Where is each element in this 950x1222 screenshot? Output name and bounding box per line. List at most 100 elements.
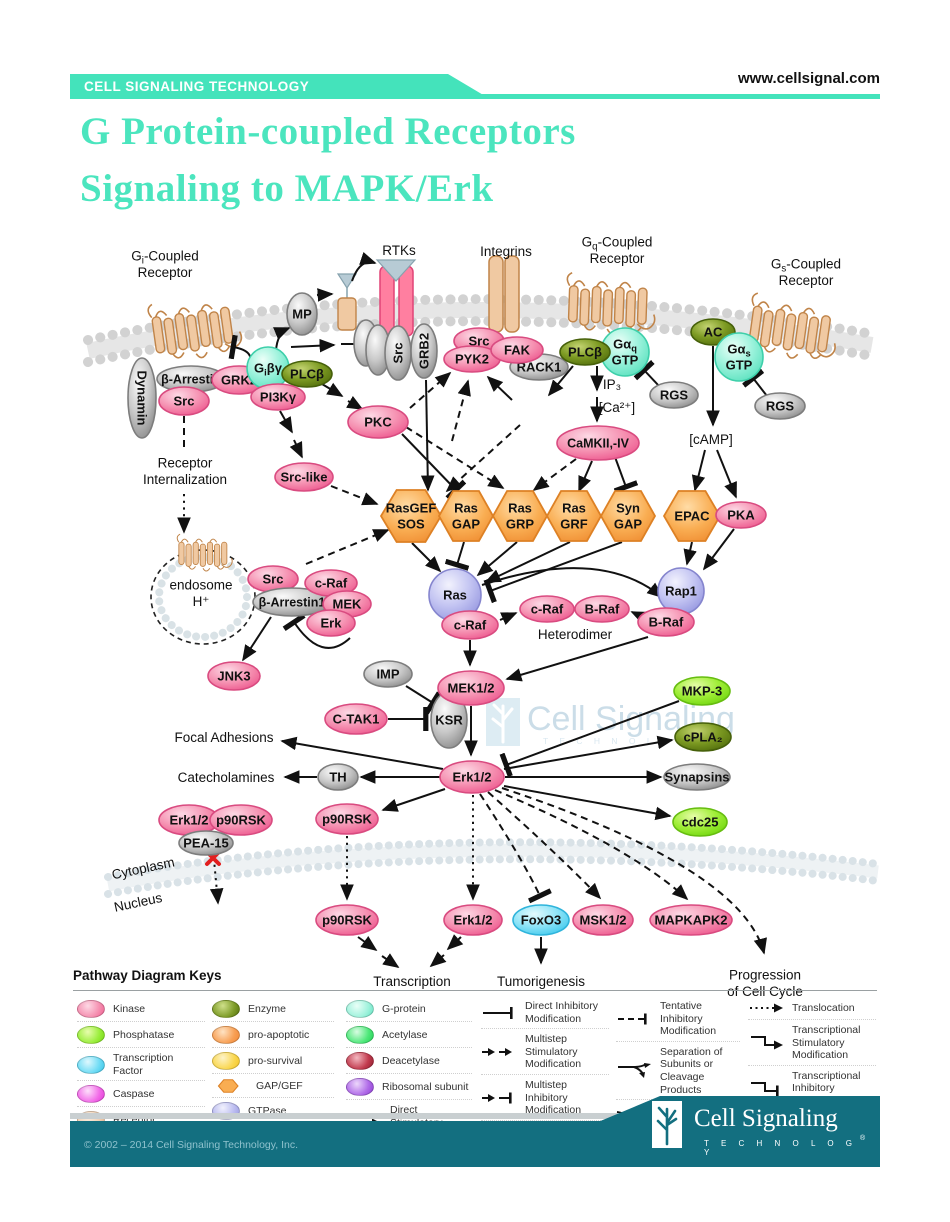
edge	[613, 456, 639, 494]
translocation-icon	[750, 1003, 783, 1013]
website-link[interactable]: www.cellsignal.com	[738, 70, 880, 87]
edges	[177, 251, 768, 968]
node-label-rgs-2: RGS	[766, 399, 795, 414]
legend-item-gtpase: GTPase	[212, 1098, 334, 1123]
receptor-internalization-label: Receptor	[158, 456, 213, 471]
camp-label: [cAMP]	[689, 432, 733, 447]
node-label-erk12-left: Erk1/2	[169, 813, 208, 828]
gi-coupled-receptor-label: Receptor	[138, 265, 193, 280]
edge	[242, 616, 272, 662]
edge	[481, 567, 664, 599]
legend-col-shapes2: Enzyme pro-apoptotic pro-survival GAP/GE…	[212, 996, 334, 1123]
edge	[505, 636, 649, 682]
ca-label: [Ca²⁺]	[599, 400, 635, 415]
node-label-src-endo: Src	[263, 572, 284, 587]
legend-item-acetylase: Acetylase	[346, 1022, 472, 1048]
node-label-b-raf-het: B-Raf	[585, 602, 620, 617]
nuclear-membrane	[104, 838, 882, 898]
node-fak: FAK	[490, 336, 544, 364]
edge	[357, 936, 378, 951]
footer-band	[70, 1121, 880, 1167]
legend-item-caspase: Caspase	[77, 1081, 205, 1108]
node-label-syn-gap: GAP	[614, 517, 643, 532]
edge	[483, 541, 623, 604]
transcriptional-stimulatory-icon	[751, 1035, 783, 1050]
node-label-erk12: Erk1/2	[452, 770, 491, 785]
node-ca-label: [Ca²⁺]	[599, 400, 635, 415]
brand-text: CELL SIGNALING TECHNOLOGY	[84, 79, 310, 94]
progression-label: of Cell Cycle	[727, 984, 803, 999]
node-label-c-tak1: C-TAK1	[333, 712, 380, 727]
catecholamines-label: Catecholamines	[178, 770, 275, 785]
edge	[487, 791, 602, 900]
gpcr-receptors	[147, 272, 836, 572]
node-label-gaq-gtp: GTP	[612, 353, 639, 368]
gq-coupled-receptor-label: Receptor	[590, 251, 645, 266]
endosome-label: H⁺	[193, 594, 210, 609]
edge	[351, 251, 377, 282]
transcription-label: Transcription	[373, 974, 451, 989]
edge	[479, 793, 552, 904]
legend-rule	[73, 990, 877, 991]
receptor-internalization-label: Internalization	[143, 472, 227, 487]
node-label-pka: PKA	[727, 508, 755, 523]
node-rtks-label: RTKs	[382, 243, 416, 258]
direct-inhibitory-icon	[483, 1006, 513, 1019]
tentative-inhibitory-icon	[618, 1013, 647, 1025]
node-label-plcb-2: PLCβ	[568, 345, 602, 360]
node-label-p90rsk-cyt: p90RSK	[322, 812, 372, 827]
edge	[330, 485, 379, 506]
edge	[547, 365, 574, 397]
deacetylase-icon	[346, 1052, 374, 1070]
node-jnk3: JNK3	[207, 661, 261, 691]
pro-apoptotic-icon	[212, 1026, 240, 1044]
node-synapsins: Synapsins	[663, 763, 731, 791]
node-p90rsk-cyt: p90RSK	[315, 803, 379, 835]
legend-item-pro-survival: pro-survival	[212, 1048, 334, 1074]
footer-brand-sub: T E C H N O L O G Y	[704, 1139, 858, 1157]
footer-gray-rule	[70, 1113, 880, 1119]
title-line2: Signaling to MAPK/Erk	[80, 166, 494, 210]
node-label-imp: IMP	[376, 667, 399, 682]
node-c-raf-het: c-Raf	[519, 595, 575, 623]
node-dynamin: Dynamin	[127, 357, 157, 439]
legend-item-deacetylase: Deacetylase	[346, 1048, 472, 1074]
node-label-b-raf: B-Raf	[649, 615, 684, 630]
edge	[486, 375, 513, 401]
legend-heading: Pathway Diagram Keys	[73, 968, 222, 983]
svg-text:T E C H N O L O G Y: T E C H N O L O G Y	[543, 736, 709, 746]
node-label-ras-grp: Ras	[508, 501, 532, 516]
node-label-pyk2: PYK2	[455, 352, 489, 367]
gpcr-7tm-receptor	[176, 533, 233, 572]
legend-item-transcription-factor: Transcription Factor	[77, 1048, 205, 1082]
edge	[381, 788, 446, 812]
edge	[405, 685, 442, 715]
node-label-rasgef-sos: RasGEF	[386, 501, 437, 516]
node-label-src-gi: Src	[174, 394, 195, 409]
node-mapkapk2: MAPKAPK2	[649, 904, 733, 936]
node-pi3kg: PI3Kγ	[250, 383, 306, 411]
node-label-rap1: Rap1	[665, 584, 697, 599]
legend-item-multistep-stimulatory: Multistep Stimulatory Modification	[481, 1029, 609, 1075]
node-label-pkc-1: PKC	[364, 415, 392, 430]
edge	[278, 410, 293, 434]
node-erk-endo: Erk	[306, 609, 356, 637]
node-label-erk12-nuc: Erk1/2	[453, 913, 492, 928]
node-heterodimer-label: Heterodimer	[538, 627, 613, 642]
footer-reg-mark: ®	[860, 1135, 866, 1142]
footer-brand-name: Cell Signaling	[694, 1105, 838, 1132]
node-label-camkii-iv: CaMKII,-IV	[567, 437, 629, 451]
acetylase-icon	[346, 1026, 374, 1044]
node-label-ras-gap: GAP	[452, 517, 481, 532]
legend-item-direct-inhibitory: Direct Inhibitory Modification	[481, 996, 609, 1030]
node-label-dynamin: Dynamin	[134, 371, 149, 426]
node-mkp-3: MKP-3	[673, 676, 731, 706]
node-p90rsk-nuc: p90RSK	[315, 904, 379, 936]
node-c-raf-2: c-Raf	[441, 610, 499, 640]
legend-item-kinase: Kinase	[77, 996, 205, 1022]
node-gibg: Giβγ	[246, 346, 290, 390]
